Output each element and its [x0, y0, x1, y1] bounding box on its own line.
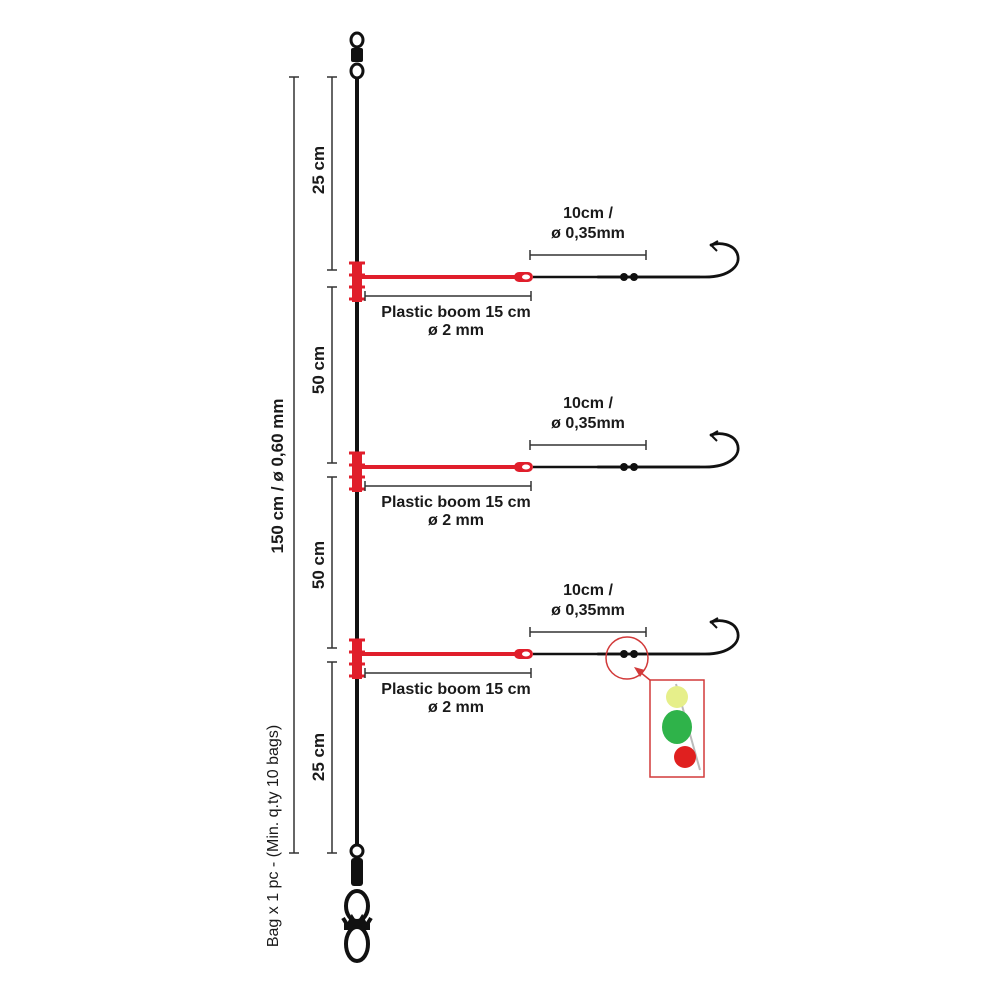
hook-barb	[710, 430, 719, 442]
boom-diameter-label: ø 2 mm	[428, 699, 484, 716]
snood-length-label: 10cm /	[563, 395, 613, 412]
swivel-icon	[349, 31, 365, 80]
snood-length-label: 10cm /	[563, 205, 613, 222]
boom-tip-hole	[522, 464, 530, 470]
segment-bottom-label: 25 cm	[309, 733, 328, 781]
packaging-note: Bag x 1 pc - (Min. q.ty 10 bags)	[265, 725, 282, 947]
hook-icon	[596, 619, 740, 656]
snood-diameter-label: ø 0,35mm	[551, 602, 625, 619]
segment-middle-1-label: 50 cm	[309, 346, 328, 394]
boom-sleeve	[352, 262, 362, 302]
hook-barb	[710, 240, 719, 252]
segment-dimension-lines	[327, 76, 337, 854]
boom-sleeve	[352, 452, 362, 492]
hook-icon	[596, 432, 740, 469]
boom-length-label: Plastic boom 15 cm	[381, 681, 530, 698]
snood-length-label: 10cm /	[563, 582, 613, 599]
boom-length-label: Plastic boom 15 cm	[381, 494, 530, 511]
snood-diameter-label: ø 0,35mm	[551, 415, 625, 432]
boom-diameter-label: ø 2 mm	[428, 322, 484, 339]
bead-callout	[605, 636, 705, 778]
boom-length-label: Plastic boom 15 cm	[381, 304, 530, 321]
hook-icon	[596, 242, 740, 279]
boom-diameter-label: ø 2 mm	[428, 512, 484, 529]
boom-sleeve	[352, 639, 362, 679]
bead-detail-icon	[662, 686, 696, 768]
segment-middle-2-label: 50 cm	[309, 541, 328, 589]
snap-swivel-icon	[341, 843, 373, 963]
total-dimension-line	[289, 76, 299, 854]
boom-tip-hole	[522, 274, 530, 280]
total-length-label: 150 cm / ø 0,60 mm	[268, 399, 287, 554]
hook-barb	[710, 617, 719, 629]
boom-tip-hole	[522, 651, 530, 657]
segment-top-label: 25 cm	[309, 146, 328, 194]
snood-diameter-label: ø 0,35mm	[551, 225, 625, 242]
